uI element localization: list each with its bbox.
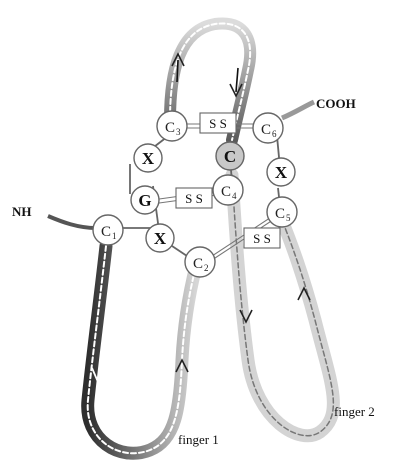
svg-text:C: C — [275, 206, 285, 222]
residue-g: G — [131, 186, 159, 214]
cysteine-c5: C 5 — [267, 197, 297, 227]
svg-text:5: 5 — [286, 213, 291, 223]
svg-text:X: X — [142, 149, 155, 168]
svg-text:6: 6 — [272, 129, 277, 139]
ss-box-2: S S — [176, 188, 212, 208]
svg-text:3: 3 — [176, 127, 181, 137]
svg-text:G: G — [138, 191, 151, 210]
residue-x-right: X — [267, 158, 295, 186]
cysteine-c6: C 6 — [253, 113, 283, 143]
finger-1-loop — [88, 246, 196, 453]
svg-text:X: X — [154, 229, 167, 248]
svg-text:S S: S S — [185, 191, 203, 206]
residue-x-upper: X — [134, 144, 162, 172]
svg-text:S S: S S — [253, 231, 271, 246]
svg-text:2: 2 — [204, 263, 209, 273]
n-terminal-strand — [48, 216, 96, 228]
finger-1-label: finger 1 — [178, 432, 219, 447]
svg-text:C: C — [221, 184, 231, 200]
c-terminus-label: COOH — [316, 96, 356, 111]
residue-c-extra: C — [216, 142, 244, 170]
cysteine-c3: C 3 — [157, 111, 187, 141]
svg-text:1: 1 — [112, 231, 117, 241]
cysteine-c2: C 2 — [185, 247, 215, 277]
svg-text:C: C — [261, 122, 271, 138]
c-terminal-strand — [282, 102, 314, 118]
ss-box-3: S S — [244, 228, 280, 248]
finger-2-label: finger 2 — [334, 404, 375, 419]
ss-box-1: S S — [200, 113, 236, 133]
svg-text:C: C — [165, 120, 175, 136]
svg-text:4: 4 — [232, 191, 237, 201]
svg-text:C: C — [224, 147, 236, 166]
residue-x-lower: X — [146, 224, 174, 252]
n-terminus-label: NH — [12, 204, 32, 219]
svg-text:C: C — [101, 224, 111, 240]
svg-text:S S: S S — [209, 116, 227, 131]
svg-text:X: X — [275, 163, 288, 182]
cysteine-c4: C 4 — [213, 175, 243, 205]
cysteine-c1: C 1 — [93, 215, 123, 245]
svg-text:C: C — [193, 256, 203, 272]
